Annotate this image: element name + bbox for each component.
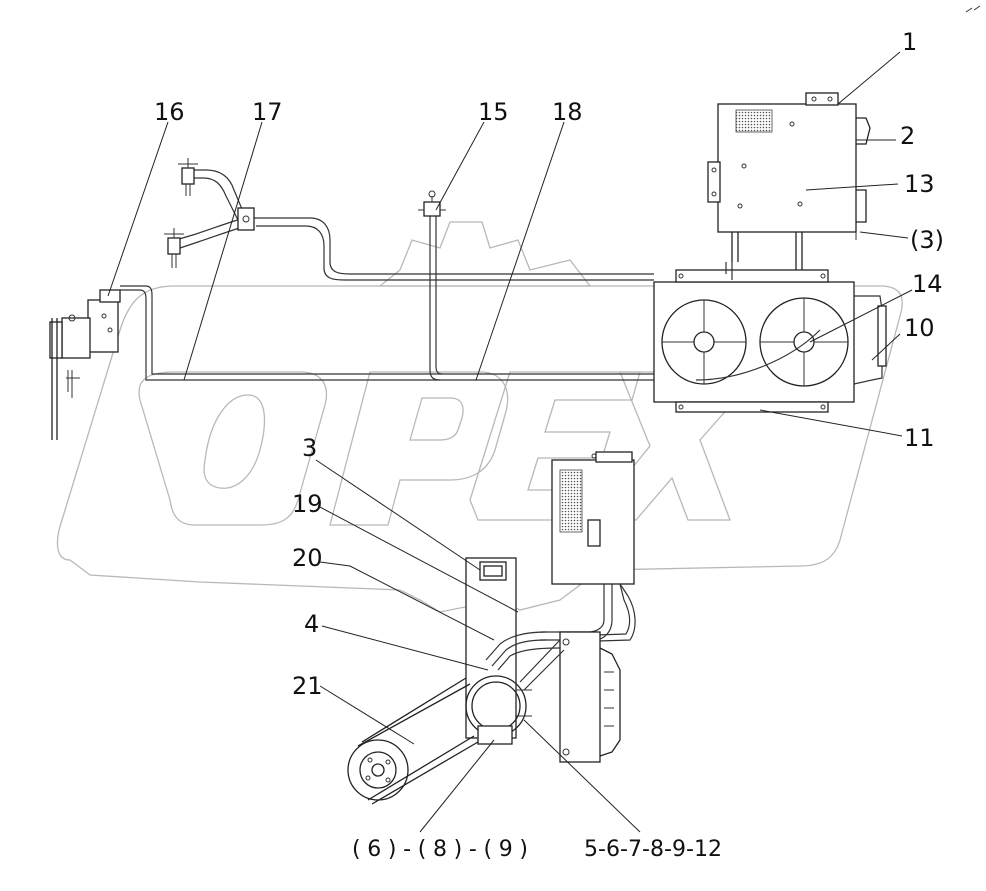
callout-17: 17 [252, 98, 283, 126]
leader-3p [859, 231, 909, 239]
leader-15 [435, 121, 485, 211]
condenser-side-tube [877, 305, 887, 367]
evaporator-pipe-a [731, 232, 739, 262]
hose-lower-b [179, 225, 247, 249]
leader-19 [317, 505, 519, 613]
condenser-fan-left [661, 299, 747, 385]
callout-21: 21 [292, 672, 323, 700]
receiver-pipe-return [565, 583, 631, 637]
hose-upper [186, 169, 245, 215]
callout-11: 11 [904, 424, 935, 452]
leader-lines [107, 51, 913, 833]
receiver-box-grille [559, 469, 583, 533]
line-15-18-b [435, 212, 443, 375]
compressor-hose-b [491, 639, 547, 667]
leader-16 [107, 121, 169, 297]
valves-17 [164, 158, 255, 268]
crankshaft-pulley [347, 739, 409, 801]
left-compressor-clutch [61, 317, 91, 359]
line-17-lower [256, 225, 345, 281]
evaporator-bracket [805, 92, 839, 106]
hose-clamp [237, 207, 255, 231]
callout-15: 15 [478, 98, 509, 126]
condenser-hose [695, 329, 821, 381]
mounting-plate [465, 557, 517, 739]
leader-13 [805, 183, 899, 191]
callout-3: 3 [302, 434, 317, 462]
leader-14 [809, 289, 913, 343]
evaporator-lower-outlet [856, 189, 867, 223]
leader-10 [871, 333, 901, 361]
line-15-18 [429, 212, 441, 381]
hose-lower [175, 217, 245, 241]
valve-15 [418, 190, 446, 217]
callout-4: 4 [304, 610, 319, 638]
captions: (6)-(8)-(9) 5-6-7-8-9-12 [352, 837, 722, 862]
condenser-top-rail [675, 269, 829, 283]
callout-3-paren: (3) [910, 226, 944, 254]
fan-shroud [559, 631, 601, 763]
leader-6-8-9 [419, 739, 495, 833]
left-compressor-body [87, 299, 119, 353]
evaporator-grille [735, 109, 773, 133]
callout-19: 19 [292, 490, 323, 518]
line-to-evap [725, 262, 733, 280]
compressor-bracket [519, 639, 565, 691]
callout-13: 13 [904, 170, 935, 198]
callout-1: 1 [902, 28, 917, 56]
condenser-unit [653, 269, 887, 413]
left-compressor-pulley [49, 321, 63, 359]
evaporator-side-bracket [707, 161, 721, 203]
left-compressor-belt [51, 318, 58, 440]
leader-5-12 [523, 719, 641, 833]
line-to-compressor-b [120, 285, 654, 375]
compressor-base [477, 725, 513, 745]
leader-11 [759, 409, 903, 437]
valve-upper-icon [178, 158, 198, 196]
valve-lower-icon [164, 228, 184, 268]
condenser-fan-right [759, 297, 849, 387]
corner-mark [965, 5, 981, 13]
watermark-letter-p: P [329, 371, 509, 526]
left-compressor-bracket [66, 370, 80, 398]
caption-5-6-7-8-9-12: 5-6-7-8-9-12 [584, 837, 722, 862]
callout-20: 20 [292, 544, 323, 572]
callout-14: 14 [912, 270, 943, 298]
leader-21 [319, 685, 415, 745]
callout-10: 10 [904, 314, 935, 342]
line-17-upper [250, 217, 351, 275]
lower-compressor-assembly [347, 557, 621, 805]
callout-18: 18 [552, 98, 583, 126]
leader-4 [321, 625, 489, 671]
callout-2: 2 [900, 122, 915, 150]
left-compressor [49, 289, 121, 440]
caption-6-8-9: (6)-(8)-(9) [352, 837, 528, 862]
receiver-box [540, 451, 636, 643]
drive-belt [357, 683, 475, 801]
fan-hub [599, 647, 621, 757]
callouts: 1 2 13 (3) 14 10 11 16 17 15 18 3 19 20 … [154, 28, 944, 700]
line-top-run [344, 273, 654, 281]
condenser-bottom-rail [675, 401, 829, 413]
watermark-gear [378, 221, 592, 287]
line-to-compressor [120, 289, 654, 381]
evaporator-pipe-b [795, 232, 803, 270]
refrigerant-lines [120, 212, 733, 381]
compressor-hose-a [485, 631, 547, 661]
leader-17 [183, 121, 263, 381]
evaporator-blower-outlet [856, 117, 871, 145]
callout-16: 16 [154, 98, 185, 126]
hose-upper-b [192, 177, 239, 221]
leader-1 [837, 51, 901, 105]
evaporator-unit [707, 92, 871, 270]
leader-20 [319, 561, 495, 641]
leader-18 [475, 121, 565, 381]
leader-3 [315, 459, 481, 571]
